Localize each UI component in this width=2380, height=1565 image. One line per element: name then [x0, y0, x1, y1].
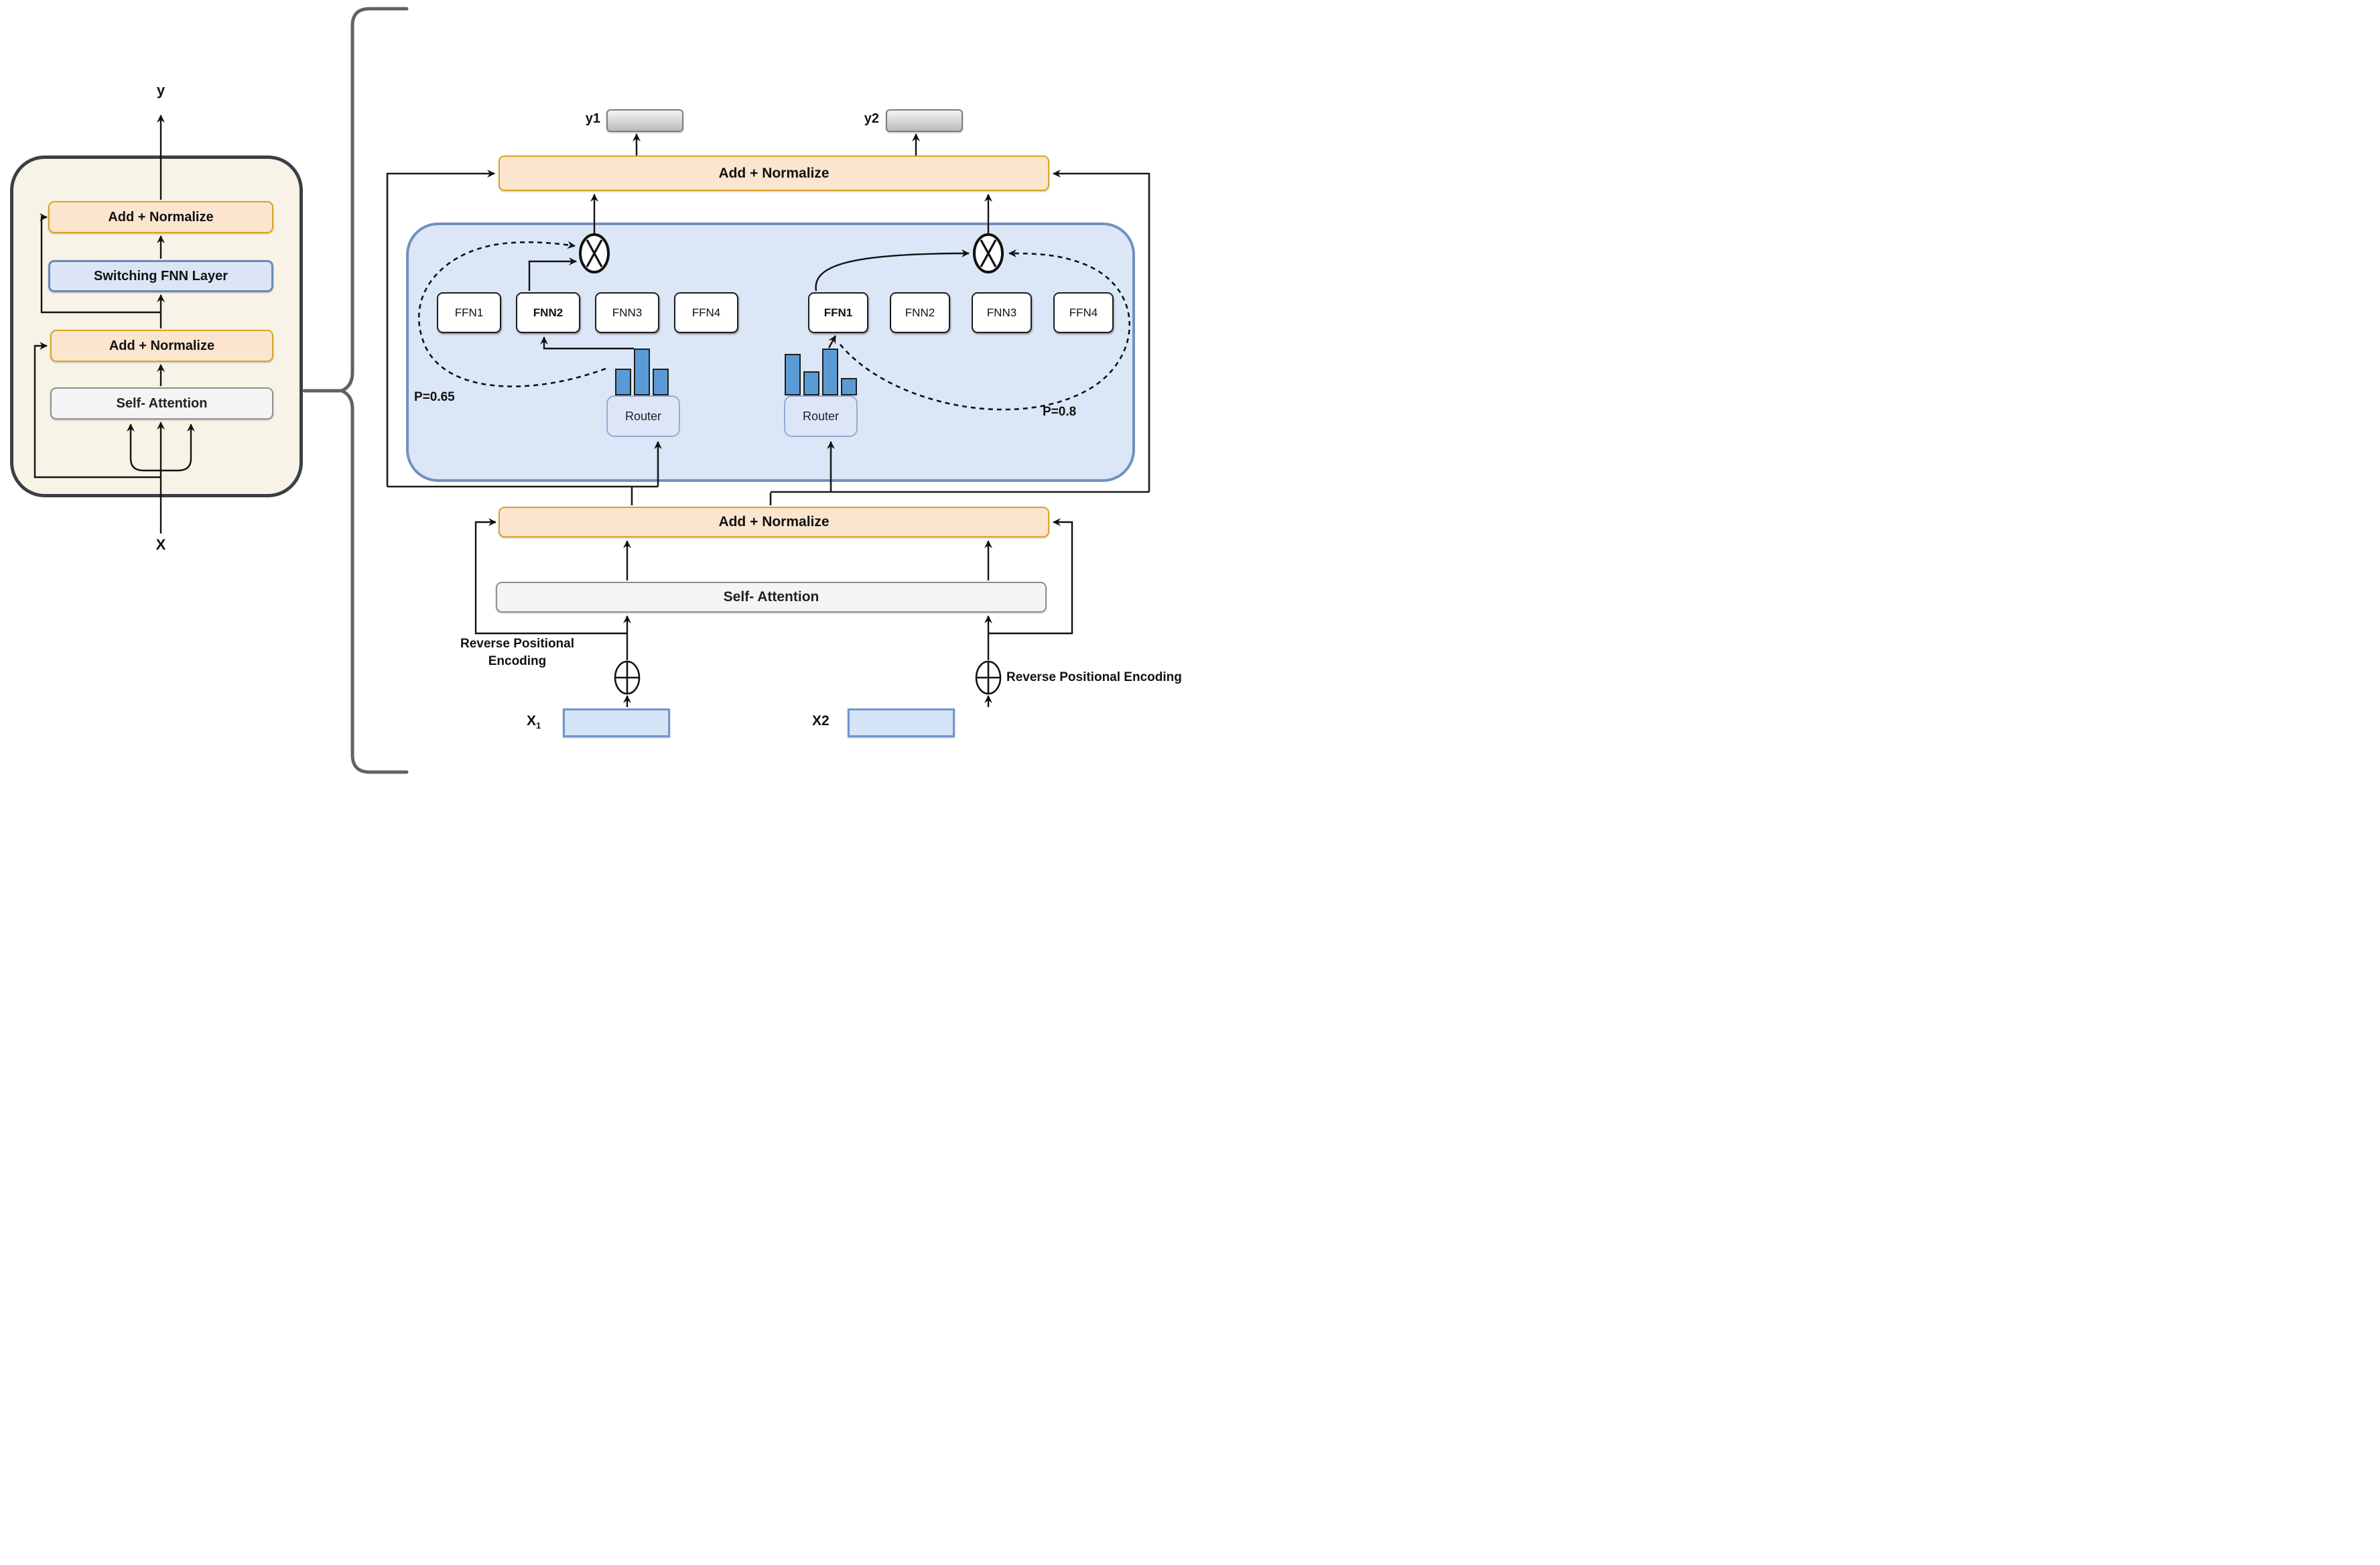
- probability-left-label: P=0.65: [414, 390, 455, 404]
- y1-label: y1: [585, 111, 600, 126]
- right-add-normalize-top: Add + Normalize: [499, 155, 1049, 191]
- x2-token-box: [848, 708, 955, 737]
- y2-label: y2: [864, 111, 879, 126]
- x1-subscript: 1: [536, 721, 541, 731]
- bottom-skip-left: [474, 518, 627, 635]
- rpe-left-line2: Encoding: [488, 654, 547, 668]
- router-probability-bar: [653, 369, 669, 395]
- expert-ffn1-right-selected: FFN1: [808, 292, 868, 333]
- router-right: Router: [784, 395, 858, 437]
- left-add-normalize-bottom: Add + Normalize: [50, 330, 273, 362]
- x1-label: X1: [527, 713, 541, 731]
- switching-ffn-layer-container: [406, 223, 1135, 482]
- y1-token-box: [606, 109, 683, 132]
- left-switching-fnn-layer: Switching FNN Layer: [48, 260, 273, 292]
- rpe-left-line1: Reverse Positional: [460, 637, 575, 651]
- add-icon: [975, 660, 1002, 695]
- router-probability-bar: [841, 378, 857, 395]
- input-x-label: X: [155, 536, 166, 553]
- router-left-bars: [615, 349, 669, 395]
- reverse-positional-encoding-right-label: Reverse Positional Encoding: [1006, 670, 1182, 684]
- expansion-brace: [337, 7, 409, 774]
- expert-ffn4-left: FFN4: [674, 292, 738, 333]
- router-left: Router: [606, 395, 680, 437]
- bottom-skip-right: [988, 518, 1073, 635]
- router-probability-bar: [803, 371, 819, 395]
- expert-ffn1-left: FFN1: [437, 292, 501, 333]
- x1-token-box: [563, 708, 670, 737]
- router-probability-bar: [615, 369, 631, 395]
- expert-fnn2-right: FNN2: [890, 292, 950, 333]
- router-right-bars: [785, 349, 857, 395]
- router-probability-bar: [785, 354, 801, 395]
- reverse-positional-encoding-left-label: Reverse Positional Encoding: [429, 635, 606, 670]
- moe-architecture-diagram: y Add + Normalize Switching FNN Layer Ad…: [0, 0, 1190, 783]
- probability-right-label: P=0.8: [1043, 405, 1077, 419]
- add-icon: [614, 660, 641, 695]
- right-self-attention: Self- Attention: [496, 582, 1047, 613]
- left-self-attention: Self- Attention: [50, 387, 273, 420]
- right-add-normalize-bottom: Add + Normalize: [499, 507, 1049, 538]
- expert-ffn4-right: FFN4: [1053, 292, 1114, 333]
- expert-fnn2-left-selected: FNN2: [516, 292, 580, 333]
- router-probability-bar: [634, 349, 650, 395]
- x2-label: X2: [812, 713, 830, 729]
- expert-fnn3-right: FNN3: [972, 292, 1032, 333]
- y2-token-box: [886, 109, 963, 132]
- output-y-label: y: [156, 82, 166, 99]
- expert-fnn3-left: FNN3: [595, 292, 659, 333]
- router-probability-bar: [822, 349, 838, 395]
- x1-base: X: [527, 713, 537, 729]
- left-add-normalize-top: Add + Normalize: [48, 201, 273, 233]
